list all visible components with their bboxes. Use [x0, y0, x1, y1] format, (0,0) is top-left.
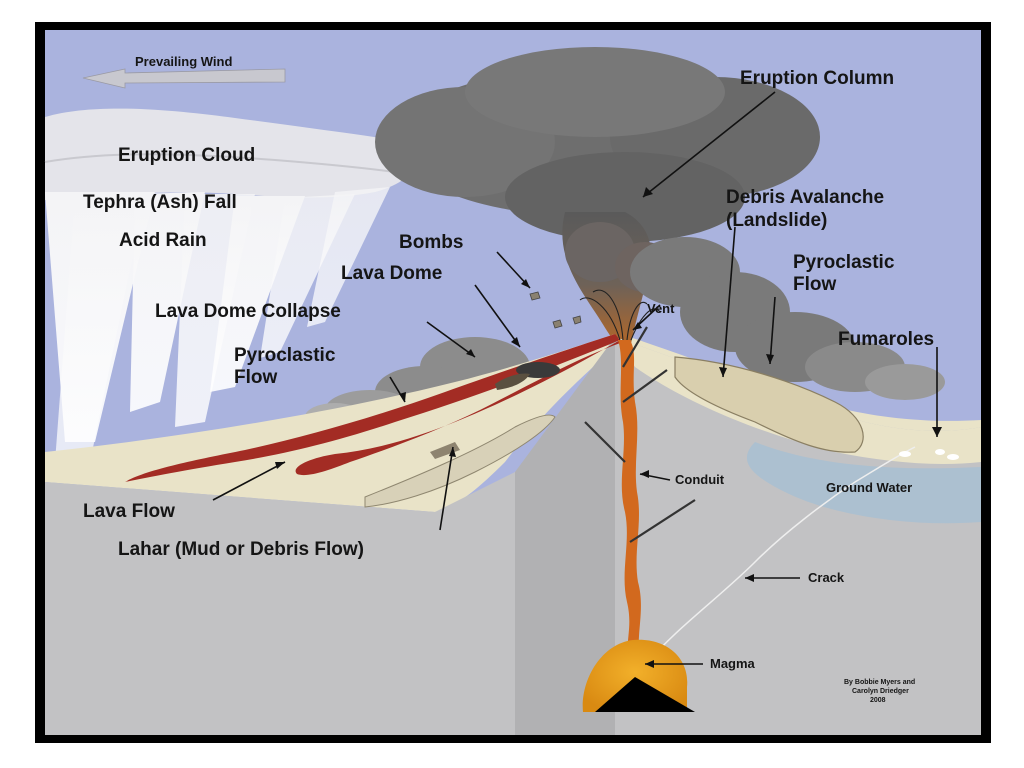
pyroclastic-flow-right-label-line2: Flow	[793, 274, 836, 295]
tephra-fall-label: Tephra (Ash) Fall	[83, 192, 237, 213]
debris-avalanche-label-line2: (Landslide)	[726, 210, 827, 231]
pyroclastic-flow-right-label-line1: Pyroclastic	[793, 252, 895, 273]
ground-block-left	[45, 472, 515, 735]
credit-line2: Carolyn Driedger	[852, 688, 909, 695]
fumaroles-label: Fumaroles	[838, 329, 934, 350]
eruption-cloud	[45, 108, 417, 200]
bombs-label: Bombs	[399, 232, 463, 253]
fumarole-puffs	[899, 449, 959, 460]
volcano-diagram: Prevailing Wind Eruption Column Eruption…	[44, 30, 981, 735]
lava-dome-collapse-debris	[495, 373, 530, 390]
lahar-deposit	[364, 414, 556, 508]
eruption-column-cloud	[375, 47, 820, 344]
lava-dome-collapse-label: Lava Dome Collapse	[155, 301, 341, 322]
magma-label: Magma	[710, 656, 756, 671]
vent-label: Vent	[647, 301, 675, 316]
crack	[656, 446, 916, 653]
leader-arrowheads	[275, 187, 942, 668]
lahar-label: Lahar (Mud or Debris Flow)	[118, 539, 364, 560]
lava-flow-label: Lava Flow	[83, 501, 175, 522]
bomb-trajectories	[579, 289, 661, 341]
pyroclastic-flow-left-label-line1: Pyroclastic	[234, 345, 336, 366]
leader-lines	[212, 91, 938, 665]
pyroclastic-flow-left-label-line2: Flow	[234, 367, 277, 388]
volcanic-bombs	[529, 291, 582, 329]
lava-dome-label: Lava Dome	[341, 263, 442, 284]
eruption-cloud-label: Eruption Cloud	[118, 145, 255, 166]
conduit	[618, 340, 641, 652]
credit-line3: 2008	[870, 697, 886, 704]
debris-avalanche-deposit	[674, 356, 864, 453]
credit-line1: By Bobbie Myers and	[844, 679, 915, 686]
debris-avalanche-label-line1: Debris Avalanche	[726, 187, 884, 208]
prevailing-wind-arrow	[82, 68, 286, 89]
diagram-frame: Prevailing Wind Eruption Column Eruption…	[35, 22, 991, 743]
dikes	[584, 326, 696, 543]
ground-water-label: Ground Water	[826, 480, 912, 495]
crack-label: Crack	[808, 570, 845, 585]
acid-rain-label: Acid Rain	[119, 230, 207, 251]
conduit-label: Conduit	[675, 472, 725, 487]
ground-water	[746, 442, 981, 524]
right-plume	[630, 237, 945, 400]
eruption-column-label: Eruption Column	[740, 68, 894, 89]
tephra-fall-streaks	[45, 187, 390, 462]
prevailing-wind-label: Prevailing Wind	[135, 54, 232, 69]
lava-flow-channels	[125, 334, 623, 482]
right-surface	[615, 337, 981, 464]
ground-block-cut	[515, 337, 615, 735]
